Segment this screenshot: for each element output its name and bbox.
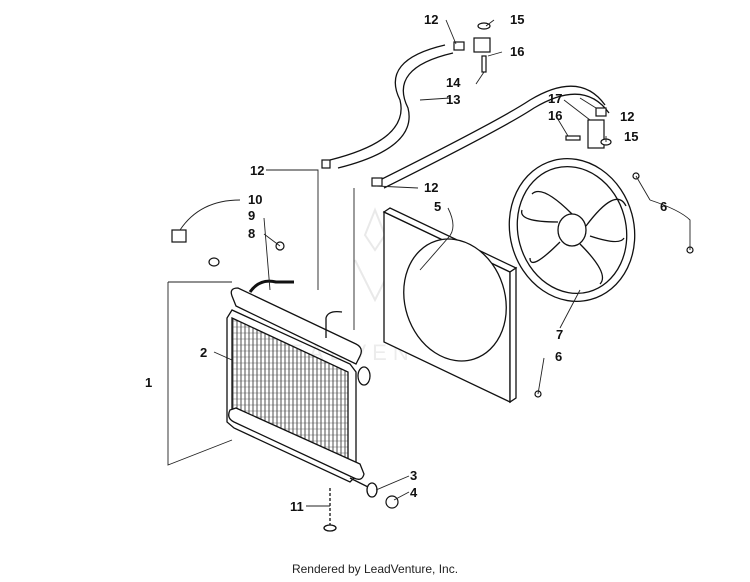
- callout-12-right: 12: [620, 109, 634, 124]
- callout-17: 17: [548, 91, 562, 106]
- callout-3: 3: [410, 468, 417, 483]
- callout-6: 6: [660, 199, 667, 214]
- callout-14: 14: [446, 75, 461, 90]
- callout-15-right: 15: [624, 129, 638, 144]
- callout-8: 8: [248, 226, 255, 241]
- radiator-core: [226, 279, 378, 532]
- rendered-by-footer: Rendered by LeadVenture, Inc.: [291, 562, 459, 576]
- callout-6-lower: 6: [555, 349, 562, 364]
- callout-16-right: 16: [548, 108, 562, 123]
- callout-13: 13: [446, 92, 460, 107]
- callout-2: 2: [200, 345, 207, 360]
- leader-lines: [167, 19, 691, 507]
- callout-7: 7: [556, 327, 563, 342]
- callout-12-top: 12: [424, 12, 438, 27]
- callout-11: 11: [290, 499, 304, 514]
- cooling-fan: [508, 157, 636, 303]
- callout-5: 5: [434, 199, 441, 214]
- callout-16-top: 16: [510, 44, 524, 59]
- fittings: [171, 22, 694, 509]
- coolant-hoses: [329, 44, 610, 189]
- callout-9: 9: [248, 208, 255, 223]
- callout-12-middle: 12: [424, 180, 438, 195]
- callout-15-top: 15: [510, 12, 524, 27]
- callout-12-left: 12: [250, 163, 264, 178]
- callout-4: 4: [410, 485, 418, 500]
- callout-10: 10: [248, 192, 262, 207]
- fan-shroud: [382, 207, 518, 404]
- callout-1: 1: [145, 375, 152, 390]
